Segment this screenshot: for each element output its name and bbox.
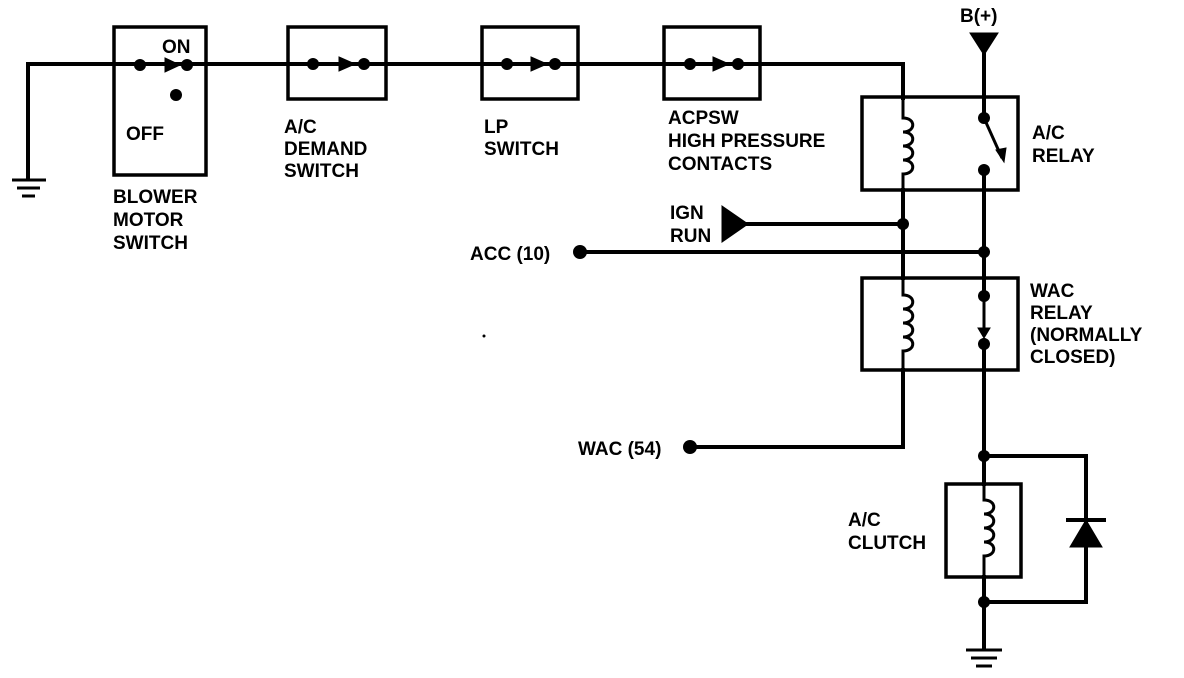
left-ground-symbol — [12, 62, 46, 198]
blower-motor-switch: ON OFF — [112, 25, 208, 177]
wac-relay-label-3: (NORMALLY — [1030, 325, 1143, 346]
wac-terminal-dot — [683, 440, 697, 454]
acpsw-high-pressure-contacts — [662, 25, 762, 101]
ign-junction-dot — [897, 218, 909, 230]
ac-clutch-coil — [982, 484, 996, 577]
lp-switch-label-2: SWITCH — [484, 139, 559, 160]
ac-demand-switch-label-3: SWITCH — [284, 161, 359, 182]
lp-switch-label-1: LP — [484, 117, 509, 138]
bottom-ground-symbol — [966, 575, 1002, 668]
blower-off-label: OFF — [126, 124, 164, 145]
wac-coil-return-wire — [688, 368, 905, 449]
wac-label: WAC (54) — [578, 439, 661, 460]
acc-junction-dot — [978, 246, 990, 258]
ac-relay-coil — [901, 98, 915, 190]
ac-clutch-label-2: CLUTCH — [848, 533, 926, 554]
blower-motor-switch-label-1: BLOWER — [113, 187, 198, 208]
top-control-wire — [26, 62, 905, 100]
acpsw-label-1: ACPSW — [668, 108, 739, 129]
wac-relay-label-4: CLOSED) — [1030, 347, 1116, 368]
ign-run-label-1: IGN — [670, 203, 704, 224]
ac-relay — [860, 95, 1020, 192]
ac-demand-switch — [286, 25, 388, 101]
blower-on-label: ON — [162, 37, 191, 58]
ac-clutch — [944, 482, 1023, 579]
wac-relay — [860, 276, 1020, 372]
ac-relay-label-1: A/C — [1032, 123, 1065, 144]
ac-clutch-label-1: A/C — [848, 510, 881, 531]
blower-motor-switch-label-3: SWITCH — [113, 233, 188, 254]
wac-relay-label-2: RELAY — [1030, 303, 1093, 324]
acc-label: ACC (10) — [470, 244, 550, 265]
acpsw-label-3: CONTACTS — [668, 154, 772, 175]
ac-relay-label-2: RELAY — [1032, 146, 1095, 167]
battery-terminal-arrow — [969, 32, 999, 56]
lp-switch — [480, 25, 580, 101]
wac-relay-label-1: WAC — [1030, 281, 1075, 302]
blower-motor-switch-label-2: MOTOR — [113, 210, 184, 231]
battery-positive-label: B(+) — [960, 6, 997, 27]
acpsw-label-2: HIGH PRESSURE — [668, 131, 825, 152]
ign-run-label-2: RUN — [670, 226, 711, 247]
suppression-diode — [982, 454, 1106, 604]
ac-demand-switch-label-2: DEMAND — [284, 139, 367, 160]
ign-run-arrow — [721, 205, 749, 243]
scan-speck — [482, 334, 486, 338]
ac-demand-switch-label-1: A/C — [284, 117, 317, 138]
wac-relay-coil — [901, 278, 915, 370]
